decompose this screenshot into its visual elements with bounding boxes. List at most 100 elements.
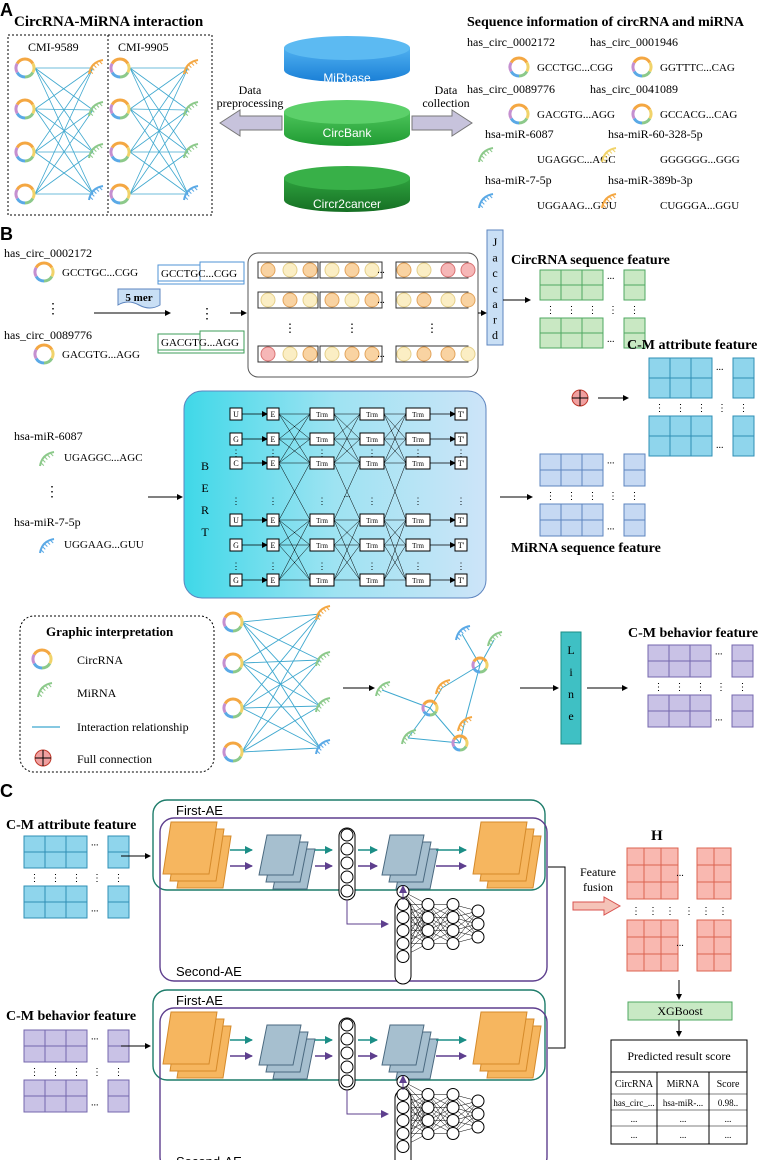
- panel-c-letter: C: [0, 781, 13, 801]
- circrna-arc: [25, 185, 33, 190]
- latent-to-ae2: [347, 900, 388, 924]
- kmer-node: [417, 293, 431, 307]
- table-cell: has_circ_...: [613, 1098, 654, 1108]
- circrna-arc: [36, 345, 44, 350]
- h-fusion-matrix: ......⋮⋮⋮⋮⋮⋮: [627, 848, 731, 971]
- table-cell: ...: [725, 1114, 732, 1124]
- feature-cell: [540, 318, 561, 333]
- behavior-feature-matrix-b: ......⋮⋮⋮⋮⋮: [648, 645, 753, 727]
- fusion-arrow: [573, 897, 620, 915]
- mirna-icon: [89, 102, 103, 116]
- feature-matrix: ......⋮⋮⋮⋮⋮: [649, 358, 754, 456]
- feature-ellipsis: ...: [91, 1098, 99, 1109]
- circrna-arc: [233, 713, 241, 718]
- kmer-node: [325, 263, 339, 277]
- sequence-name: has_circ_0089776: [467, 82, 555, 96]
- feature-cell: [540, 285, 561, 300]
- feature-cell: [624, 318, 645, 333]
- circrna-arc: [241, 618, 242, 627]
- mirna-icon: [488, 632, 502, 646]
- mirbase-label: MiRbase: [323, 71, 371, 85]
- feature-cell: [624, 454, 645, 470]
- h-cell: [661, 920, 678, 937]
- bert-transformer-label: Trm: [316, 411, 328, 419]
- circrna-arc: [519, 105, 527, 110]
- full-connection-icon: [572, 390, 588, 406]
- feature-cell: [24, 886, 45, 902]
- mir-vdots: ⋮: [45, 485, 59, 500]
- kmer-node: [303, 263, 317, 277]
- mirna-tick: [96, 63, 99, 66]
- feature-cell: [648, 711, 669, 727]
- preprocessing-label-2: preprocessing: [217, 96, 284, 110]
- kmer-node: [345, 293, 359, 307]
- cmi-9905-label: CMI-9905: [118, 40, 169, 54]
- h-cell: [714, 954, 731, 971]
- kmer-node: [441, 293, 455, 307]
- circbank-label: CircBank: [323, 126, 373, 140]
- vertical-letter: B: [201, 459, 209, 473]
- ae2-node: [397, 938, 409, 950]
- h-vdots: ⋮: [665, 906, 675, 917]
- mirna-icon: [479, 148, 493, 162]
- mirna-tick: [191, 189, 194, 192]
- mirna-tick: [44, 544, 47, 547]
- bipartite-edge: [242, 614, 320, 663]
- bert-transformer-label: Trm: [316, 542, 328, 550]
- xgboost-label: XGBoost: [657, 1004, 703, 1018]
- ae2-node: [397, 1102, 409, 1114]
- legend-title: Graphic interpretation: [46, 624, 174, 639]
- circrna-arc: [430, 701, 436, 705]
- feature-cell: [24, 1096, 45, 1112]
- mirna-tick: [481, 155, 484, 158]
- mirna-icon: [316, 652, 330, 666]
- feature-cell: [540, 470, 561, 486]
- feature-cell: [669, 661, 690, 677]
- h-cell: [714, 882, 731, 899]
- latent-node: [341, 843, 353, 855]
- mirna-icon: [40, 539, 54, 553]
- kmer-box-2: GACGTG...AGG: [158, 331, 244, 353]
- feature-cell: [45, 1046, 66, 1062]
- feature-cell: [624, 285, 645, 300]
- mirna-icon: [479, 194, 493, 208]
- sequence-name: hsa-miR-6087: [485, 127, 554, 141]
- feature-cell: [540, 520, 561, 536]
- mir1-name: hsa-miR-6087: [14, 429, 83, 443]
- latent-node: [341, 1019, 353, 1031]
- circrna-arc: [633, 110, 634, 119]
- circrna-icon: [35, 345, 53, 363]
- feature-cell: [732, 645, 753, 661]
- kmer-node: [283, 263, 297, 277]
- feature-cell: [648, 695, 669, 711]
- h-cell: [714, 937, 731, 954]
- vertical-letter: c: [492, 282, 497, 296]
- mirna-tick: [47, 455, 50, 458]
- h-ellipsis: ...: [676, 938, 684, 949]
- circr2cancer-label: Circr2cancer: [313, 197, 381, 211]
- mir2-name: hsa-miR-7-5p: [14, 515, 81, 529]
- bert-vdots: ⋮: [457, 561, 466, 571]
- bert-vdots: ⋮: [232, 448, 241, 458]
- feature-cell: [45, 1096, 66, 1112]
- feature-vdots: ⋮: [114, 873, 124, 884]
- circrna-arc: [233, 743, 241, 748]
- circrna-arc: [44, 263, 52, 268]
- feature-matrix: ......⋮⋮⋮⋮⋮: [24, 1030, 129, 1112]
- ae2-node: [397, 1115, 409, 1127]
- vertical-letter: n: [568, 687, 574, 701]
- circ2-seq: GACGTG...AGG: [62, 349, 140, 361]
- legend-icons: [32, 650, 60, 766]
- feature-vdots: ⋮: [51, 1067, 61, 1078]
- feature-cell: [561, 333, 582, 348]
- circ-feature-title: CircRNA sequence feature: [511, 253, 670, 268]
- fusion-bracket: [548, 867, 565, 1048]
- circ1-icon: [35, 263, 53, 281]
- kmer-node: [303, 293, 317, 307]
- bert-input-label: G: [233, 435, 239, 444]
- kmer-node: [283, 347, 297, 361]
- circrna-arc: [112, 114, 120, 119]
- graph-edge: [464, 665, 480, 725]
- circrna-arc: [44, 359, 52, 364]
- latent-to-ae2: [347, 1090, 388, 1114]
